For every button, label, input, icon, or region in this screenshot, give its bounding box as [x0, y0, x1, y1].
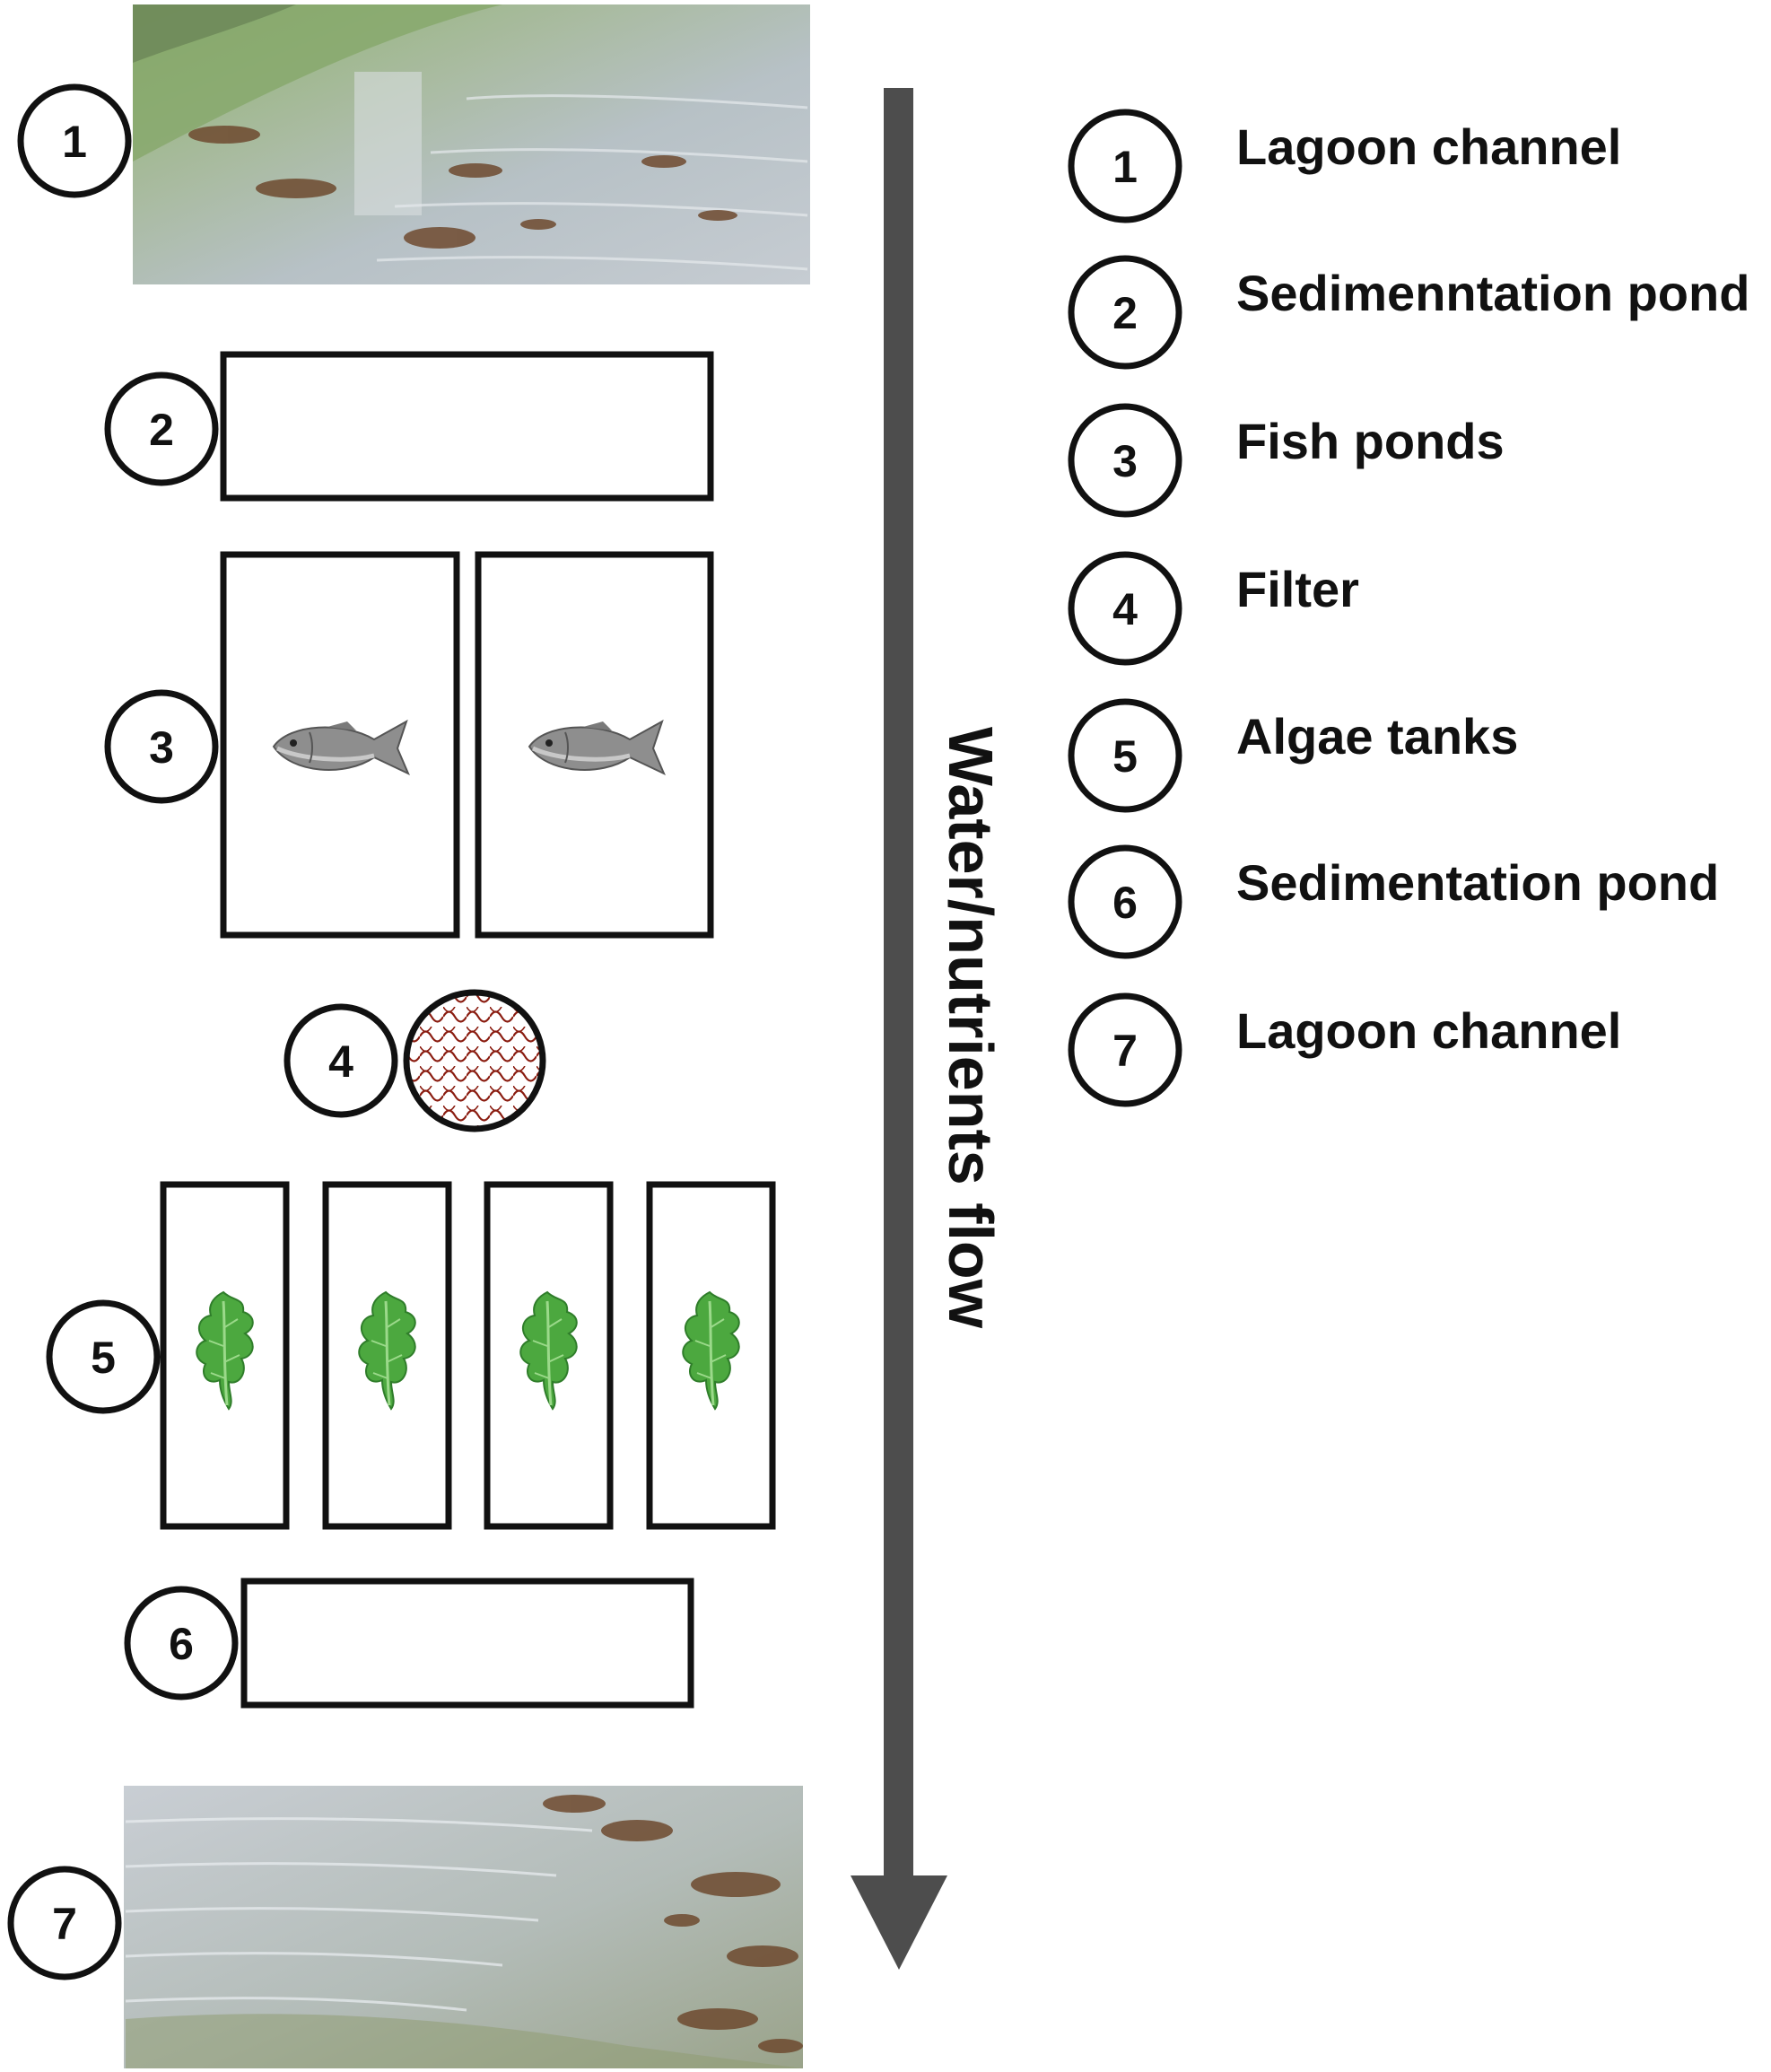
stage-marker-2: 2 — [104, 372, 219, 486]
stage-marker-5: 5 — [46, 1299, 161, 1414]
number-circle — [104, 372, 219, 486]
stage-marker-4: 4 — [284, 1003, 398, 1118]
number-label: 5 — [91, 1333, 116, 1383]
number-label: 5 — [1112, 731, 1138, 782]
number-circle — [1068, 551, 1182, 666]
legend-marker-5: 5 — [1068, 698, 1182, 813]
legend-label: Lagoon channel — [1236, 1002, 1621, 1059]
number-label: 3 — [1112, 436, 1138, 486]
lagoon-channel-photo-bottom — [124, 1786, 803, 2068]
number-circle — [284, 1003, 398, 1118]
number-label: 2 — [149, 405, 174, 455]
flow-label: Water/nutrients flow — [936, 727, 1006, 1329]
algae-tanks-group — [160, 1181, 776, 1530]
number-circle — [1068, 109, 1182, 223]
legend-marker-1: 1 — [1068, 109, 1182, 223]
number-label: 1 — [62, 117, 87, 167]
number-label: 6 — [169, 1619, 194, 1669]
sedimentation-pond-6-box — [240, 1578, 694, 1709]
stage-number-markers: 1 2 3 4 5 6 7 — [7, 83, 398, 1980]
legend-label: Sedimenntation pond — [1236, 265, 1749, 321]
legend-label: Algae tanks — [1236, 708, 1518, 765]
number-circle — [104, 689, 219, 804]
legend-marker-2: 2 — [1068, 255, 1182, 370]
number-label: 2 — [1112, 288, 1138, 338]
number-circle — [17, 83, 132, 198]
number-label: 1 — [1112, 142, 1138, 192]
stage-marker-1: 1 — [17, 83, 132, 198]
legend-label: Fish ponds — [1236, 413, 1505, 469]
number-circle — [46, 1299, 161, 1414]
number-circle — [1068, 698, 1182, 813]
legend-label: Filter — [1236, 561, 1359, 617]
fish-ponds-group — [220, 551, 714, 939]
stage-marker-7: 7 — [7, 1866, 122, 1980]
number-circle — [1068, 844, 1182, 959]
flow-arrow — [851, 88, 947, 1970]
number-circle — [124, 1586, 239, 1700]
number-label: 4 — [1112, 584, 1138, 634]
legend-marker-7: 7 — [1068, 992, 1182, 1107]
number-label: 3 — [149, 722, 174, 773]
number-label: 7 — [52, 1899, 77, 1949]
number-circle — [1068, 992, 1182, 1107]
number-circle — [1068, 403, 1182, 518]
number-label: 6 — [1112, 878, 1138, 928]
number-label: 7 — [1112, 1026, 1138, 1076]
stage-marker-3: 3 — [104, 689, 219, 804]
stage-marker-6: 6 — [124, 1586, 239, 1700]
number-circle — [1068, 255, 1182, 370]
number-circle — [7, 1866, 122, 1980]
filter-net-icon — [403, 989, 546, 1132]
number-label: 4 — [328, 1036, 353, 1087]
sedimentation-pond-2-box — [220, 351, 714, 502]
lagoon-channel-photo-top — [133, 4, 810, 284]
legend-label: Sedimentation pond — [1236, 854, 1719, 911]
legend-marker-6: 6 — [1068, 844, 1182, 959]
legend-marker-3: 3 — [1068, 403, 1182, 518]
legend-marker-4: 4 — [1068, 551, 1182, 666]
legend-label: Lagoon channel — [1236, 118, 1621, 175]
